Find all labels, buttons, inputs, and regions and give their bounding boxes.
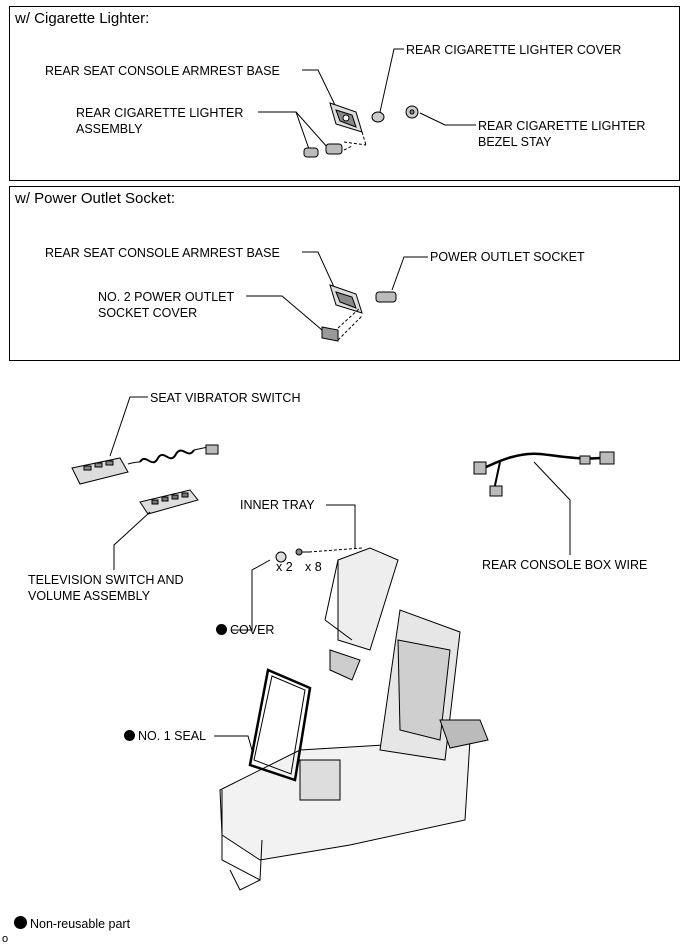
- tv-switch-part: [139, 489, 199, 515]
- leader-seal: [214, 735, 253, 751]
- cig-lighter-assembly-part-1: [303, 147, 319, 158]
- label-cig-lighter-assembly: REAR CIGARETTE LIGHTER ASSEMBLY: [76, 106, 244, 136]
- label-qty-cover: x 2: [276, 560, 293, 574]
- cig-armrest-base-part: [329, 102, 363, 133]
- label-cig-lighter-cover: REAR CIGARETTE LIGHTER COVER: [406, 43, 622, 57]
- label-pwr-socket-cover: NO. 2 POWER OUTLET SOCKET COVER: [98, 290, 235, 320]
- legend-non-reusable-text: Non-reusable part: [30, 917, 131, 931]
- cover-part: [275, 551, 287, 563]
- cig-lighter-assembly-part-2: [325, 143, 343, 155]
- cig-lighter-cover-part: [371, 111, 385, 123]
- power-panel-title: w/ Power Outlet Socket:: [15, 190, 176, 207]
- label-rear-console-box-wire: REAR CONSOLE BOX WIRE: [482, 558, 648, 572]
- label-no1-seal-text: NO. 1 SEAL: [138, 729, 207, 743]
- label-pwr-outlet-socket: POWER OUTLET SOCKET: [430, 250, 585, 264]
- leader-console-wire: [533, 461, 571, 555]
- seat-vibrator-switch-part: [71, 444, 219, 485]
- label-tv-switch: TELEVISION SWITCH AND VOLUME ASSEMBLY: [28, 573, 184, 603]
- label-seat-vibrator-switch: SEAT VIBRATOR SWITCH: [150, 391, 301, 405]
- cigarette-panel-title: w/ Cigarette Lighter:: [15, 10, 150, 27]
- power-outlet-panel: [9, 186, 680, 361]
- leader-pwr-armrest: [302, 251, 335, 288]
- leader-cig-assembly-2: [295, 111, 329, 149]
- pwr-outlet-socket-part: [375, 291, 397, 303]
- leader-tv-switch: [113, 511, 151, 570]
- leader-cig-armrest: [302, 69, 336, 106]
- leader-cig-bezel: [419, 112, 476, 126]
- label-no1-seal: NO. 1 SEAL: [124, 728, 206, 744]
- screw-part: [295, 548, 310, 556]
- non-reusable-dot-icon: [216, 624, 227, 635]
- label-cover: COVER: [216, 622, 274, 638]
- leader-cover: [232, 559, 271, 631]
- leader-cig-assembly-1: [258, 111, 311, 153]
- rear-console-box-wire-part: [473, 451, 615, 497]
- legend-non-reusable: Non-reusable part: [14, 916, 130, 931]
- leader-pwr-cover: [246, 295, 323, 331]
- label-inner-tray: INNER TRAY: [240, 498, 315, 512]
- pwr-socket-cover-part: [321, 326, 339, 342]
- label-qty-screw: x 8: [305, 560, 322, 574]
- console-box-part: [219, 609, 489, 891]
- cigarette-lighter-panel: [9, 6, 680, 181]
- corner-mark: o: [2, 933, 9, 945]
- label-cover-text: COVER: [230, 623, 275, 637]
- leader-inner-tray: [326, 504, 356, 548]
- inner-tray-part: [324, 547, 399, 681]
- leader-pwr-socket: [391, 256, 428, 291]
- leader-cig-cover: [379, 48, 404, 113]
- no1-seal-part: [248, 668, 312, 782]
- non-reusable-dot-icon: [124, 730, 135, 741]
- non-reusable-dot-icon: [14, 916, 27, 929]
- pwr-armrest-base-part: [329, 284, 363, 314]
- label-pwr-armrest-base: REAR SEAT CONSOLE ARMREST BASE: [45, 246, 280, 260]
- cig-bezel-stay-part: [405, 105, 419, 119]
- label-cig-armrest-base: REAR SEAT CONSOLE ARMREST BASE: [45, 64, 280, 78]
- label-cig-bezel-stay: REAR CIGARETTE LIGHTER BEZEL STAY: [478, 119, 646, 149]
- leader-seat-vibrator: [109, 396, 148, 457]
